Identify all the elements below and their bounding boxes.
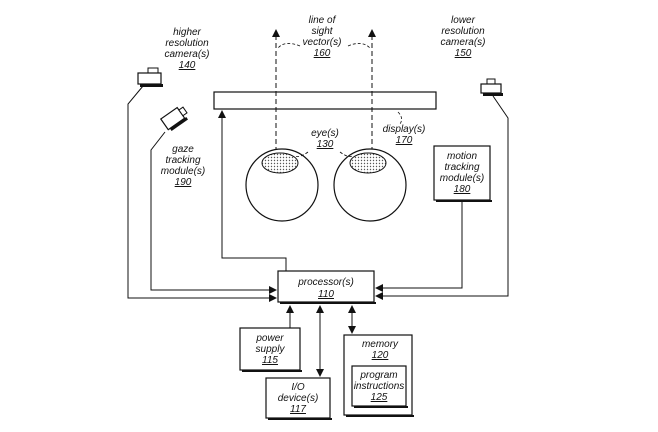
svg-text:190: 190: [175, 177, 192, 188]
processor-box: processor(s) 110: [277, 270, 376, 304]
svg-text:motion: motion: [447, 151, 477, 162]
svg-text:higher: higher: [173, 27, 201, 38]
svg-text:instructions: instructions: [354, 381, 405, 392]
higher-camera-label: higher resolution camera(s) 140: [164, 27, 209, 71]
eye-right: [333, 148, 407, 222]
svg-text:160: 160: [314, 48, 331, 59]
svg-text:camera(s): camera(s): [440, 37, 485, 48]
eye-left: [245, 148, 319, 222]
svg-text:resolution: resolution: [165, 38, 209, 49]
svg-text:supply: supply: [256, 344, 286, 355]
svg-text:125: 125: [371, 392, 388, 403]
svg-text:module(s): module(s): [440, 173, 484, 184]
display-label: display(s) 170: [383, 124, 426, 146]
lower-camera-icon: [480, 78, 503, 96]
svg-text:sight: sight: [311, 26, 333, 37]
line-of-sight-label: line of sight vector(s) 160: [303, 15, 342, 59]
power-supply-box: power supply 115: [239, 327, 302, 372]
svg-text:117: 117: [290, 404, 306, 415]
program-instructions-box: program instructions 125: [351, 365, 408, 408]
svg-text:module(s): module(s): [161, 166, 205, 177]
svg-text:processor(s): processor(s): [297, 277, 354, 288]
svg-text:I/O: I/O: [291, 382, 305, 393]
line-of-sight-leader-left: [277, 43, 301, 49]
svg-text:resolution: resolution: [441, 26, 485, 37]
eye-label: eye(s) 130: [311, 128, 339, 150]
display-panel: [213, 91, 437, 110]
svg-text:power: power: [255, 333, 284, 344]
svg-text:130: 130: [317, 139, 334, 150]
io-device-box: I/O device(s) 117: [265, 377, 332, 420]
svg-text:gaze: gaze: [172, 144, 194, 155]
svg-text:memory: memory: [362, 339, 399, 350]
svg-text:eye(s): eye(s): [311, 128, 339, 139]
lower-camera-label: lower resolution camera(s) 150: [440, 15, 485, 59]
svg-text:120: 120: [372, 350, 389, 361]
display-leader: [397, 111, 402, 125]
line-of-sight-vectors: [272, 29, 376, 160]
svg-text:tracking: tracking: [444, 162, 479, 173]
gaze-module-label: gaze tracking module(s) 190: [161, 144, 205, 188]
svg-text:lower: lower: [451, 15, 476, 26]
svg-text:program: program: [359, 370, 397, 381]
svg-text:180: 180: [454, 184, 471, 195]
svg-text:camera(s): camera(s): [164, 49, 209, 60]
eye-leader-left: [294, 151, 309, 157]
svg-text:tracking: tracking: [165, 155, 200, 166]
svg-text:110: 110: [318, 289, 334, 300]
svg-text:device(s): device(s): [278, 393, 319, 404]
svg-text:140: 140: [179, 60, 196, 71]
svg-text:115: 115: [262, 355, 278, 366]
gaze-tracker-icon: [159, 106, 188, 131]
higher-camera-icon: [137, 67, 163, 87]
svg-text:display(s): display(s): [383, 124, 426, 135]
line-of-sight-leader-right: [347, 43, 371, 49]
svg-text:150: 150: [455, 48, 472, 59]
eye-leader-right: [339, 151, 353, 157]
motion-tracking-box: motion tracking module(s) 180: [433, 145, 492, 202]
svg-text:vector(s): vector(s): [303, 37, 342, 48]
svg-text:170: 170: [396, 135, 413, 146]
svg-text:line of: line of: [309, 15, 337, 26]
connection-lines: [127, 85, 509, 377]
